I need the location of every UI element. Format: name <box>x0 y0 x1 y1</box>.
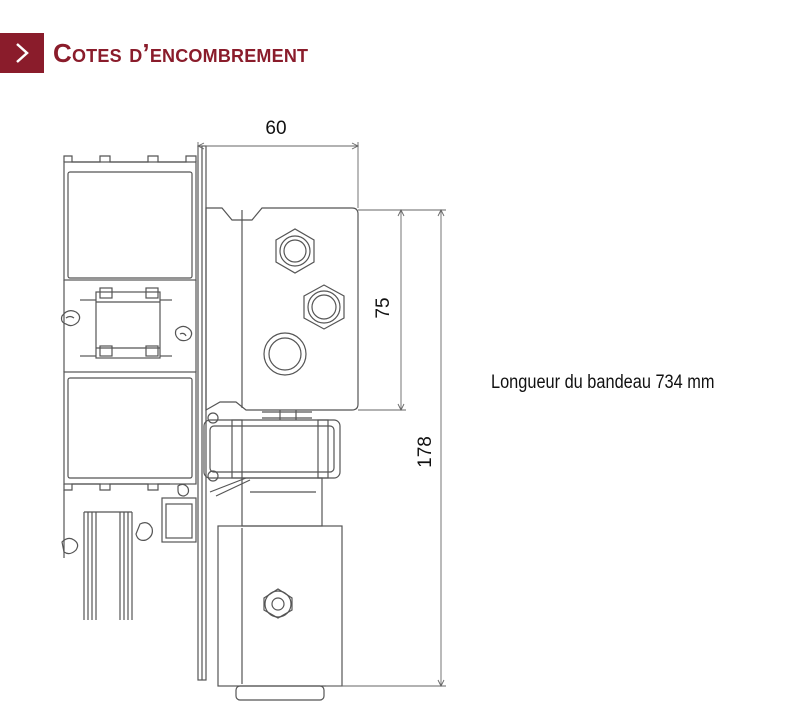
dimension-height-upper-label: 75 <box>373 297 394 318</box>
dimension-lines <box>196 142 446 688</box>
page-title: Cotes d’encombrement <box>53 38 309 68</box>
window-frame-profile <box>60 155 197 620</box>
chevron-right-icon <box>0 33 44 73</box>
housing-plate <box>197 145 207 681</box>
dimension-width-label: 60 <box>265 118 286 139</box>
motor-block <box>217 525 343 701</box>
strip-length-note: Longueur du bandeau 734 mm <box>491 372 715 393</box>
upper-block <box>205 207 359 412</box>
dimension-height-total-label: 178 <box>415 436 436 468</box>
section-header: Cotes d’encombrement <box>0 33 400 73</box>
bracket-assembly <box>203 410 341 527</box>
